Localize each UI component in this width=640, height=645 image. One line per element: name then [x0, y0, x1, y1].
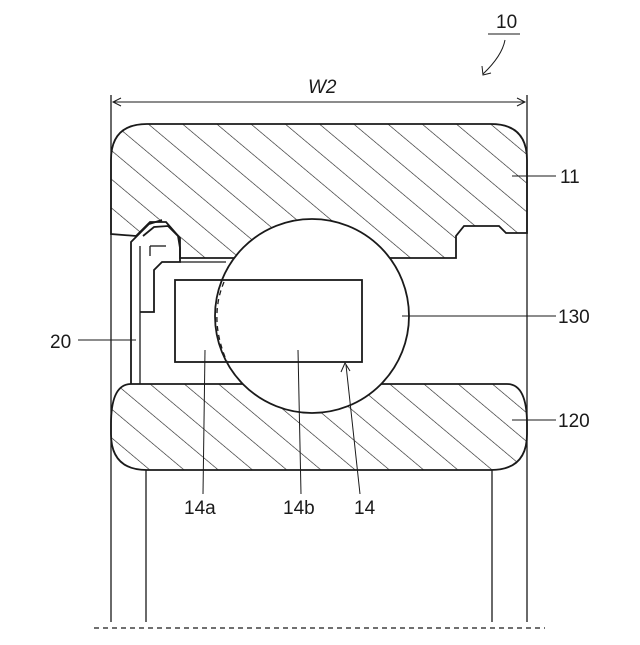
label-part-14b: 14b — [283, 498, 315, 519]
label-ball: 130 — [558, 307, 590, 328]
label-part-14: 14 — [354, 498, 376, 519]
ball — [215, 219, 409, 413]
label-part-14a: 14a — [184, 498, 216, 519]
label-outer-ring: 11 — [560, 167, 580, 188]
label-seal: 20 — [50, 332, 71, 353]
label-width: W2 — [308, 77, 337, 98]
width-dimension — [113, 98, 525, 106]
label-inner-ring: 120 — [558, 411, 590, 432]
label-assembly: 10 — [496, 12, 517, 33]
assembly-pointer — [482, 34, 520, 75]
